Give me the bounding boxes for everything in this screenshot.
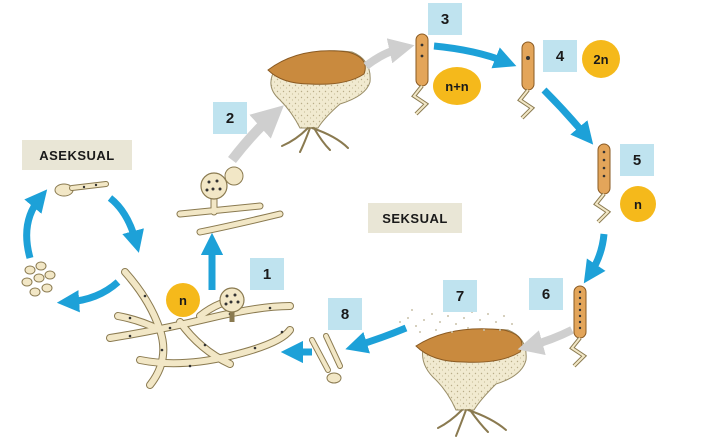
arrow-fruiting-to-3 [363,38,415,70]
arrow-asexual-left [23,189,48,259]
hyphae-icon [106,268,294,389]
sporangium-icon-stage1 [219,287,245,322]
ascus-icon-stage6 [569,285,588,368]
ascus-icon-stage4 [517,41,536,120]
asexual-cycle [21,181,144,313]
step-5-box: 5 [620,144,654,176]
sexual-label: SEKSUAL [368,203,462,233]
hyphae-icon-stage2 [176,166,284,236]
ascus-icon-stage5 [593,143,612,224]
arrow-asexual-bottom [56,279,121,313]
arrow-2-to-3 [228,105,284,164]
spore-dust-icon [399,303,513,333]
mushroom-cup-icon-top [267,50,371,153]
step-7-box: 7 [443,280,477,312]
step-6-box: 6 [529,278,563,310]
arrow-3-to-4 [433,42,517,69]
step-3-box: 3 [428,3,462,35]
mushroom-cup-icon-bottom [415,328,527,437]
step-2-box: 2 [213,102,247,134]
arrow-6-to-7 [517,326,574,355]
ploidy-badge-stage5: n [620,186,656,222]
step-4-box: 4 [543,40,577,72]
germinating-spore-icon [54,181,109,197]
step-1-box: 1 [250,258,284,290]
ascus-icon-stage3 [411,33,430,116]
arrow-7-to-8 [345,324,408,354]
spore-cluster-icon [21,261,56,297]
arrow-5-to-6 [583,233,608,284]
arrow-4-to-5 [541,87,594,145]
asexual-label: ASEKSUAL [22,140,132,170]
germinating-ascospore-icon [309,333,343,384]
ploidy-badge-stage1: n [166,283,200,317]
arrow-asexual-top [107,195,144,253]
ploidy-badge-stage4: 2n [582,40,620,78]
step-8-box: 8 [328,298,362,330]
ploidy-badge-stage3: n+n [433,67,481,105]
